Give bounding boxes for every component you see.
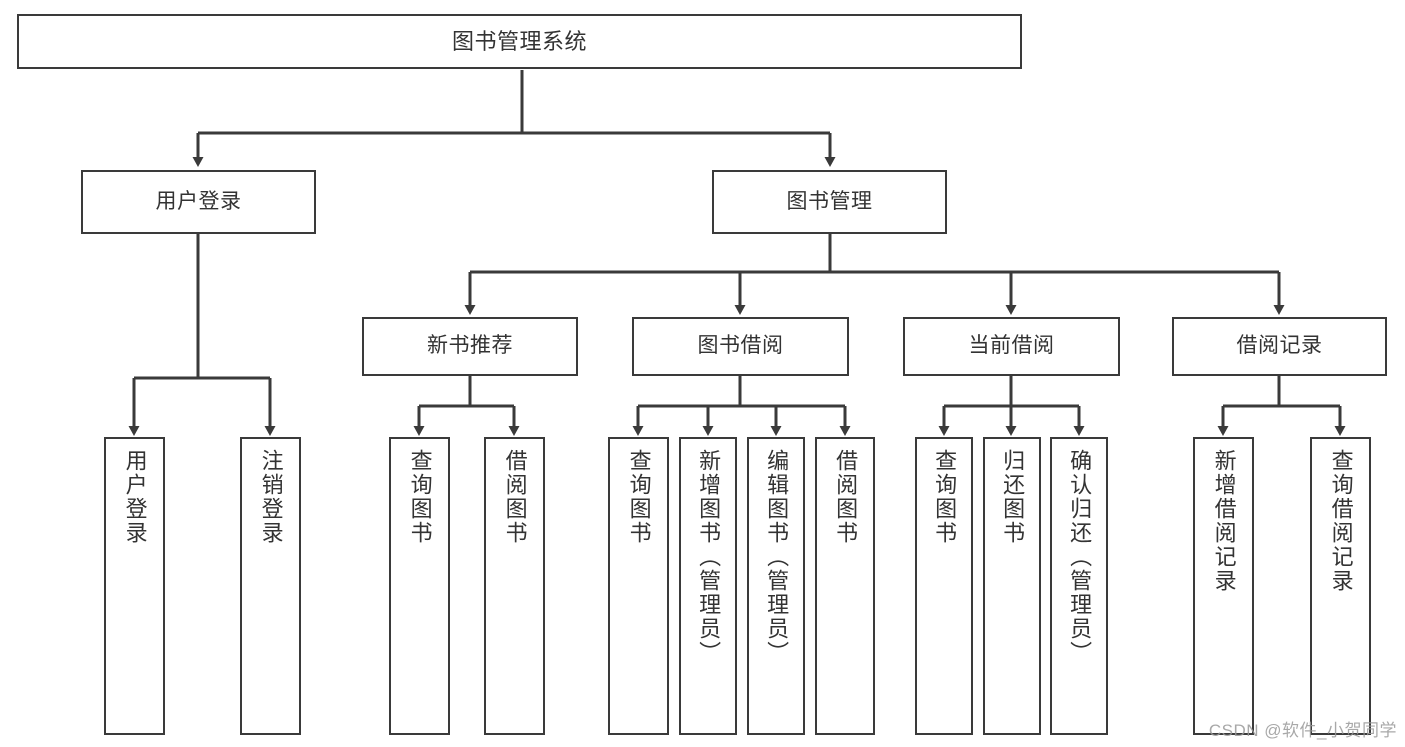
node-current-borrow[interactable]: 当前借阅 xyxy=(903,317,1120,376)
node-user-login[interactable]: 用户登录 xyxy=(81,170,316,234)
node-label: 借阅记录 xyxy=(1236,334,1323,358)
node-label: 图书借阅 xyxy=(697,334,784,358)
leaf-add-book[interactable]: 新增图书（管理员） xyxy=(679,437,737,735)
node-label: 用户登录 xyxy=(155,189,242,213)
node-label: 新增图书（管理员） xyxy=(696,449,722,665)
node-root-system[interactable]: 图书管理系统 xyxy=(17,14,1022,69)
leaf-query-borrow-record[interactable]: 查询借阅记录 xyxy=(1310,437,1371,735)
leaf-edit-book[interactable]: 编辑图书（管理员） xyxy=(747,437,805,735)
leaf-borrow-book-2[interactable]: 借阅图书 xyxy=(815,437,875,735)
node-label: 图书管理系统 xyxy=(451,28,587,54)
node-label: 查询图书 xyxy=(626,449,652,545)
node-label: 新书推荐 xyxy=(427,334,513,358)
node-label: 查询图书 xyxy=(932,449,958,545)
node-label: 查询图书 xyxy=(407,449,433,545)
node-label: 归还图书 xyxy=(1000,449,1026,545)
csdn-watermark: CSDN @软件_小贺同学 xyxy=(1208,721,1397,740)
leaf-query-book-2[interactable]: 查询图书 xyxy=(608,437,669,735)
node-label: 查询借阅记录 xyxy=(1328,449,1354,593)
node-label: 确认归还（管理员） xyxy=(1067,449,1093,665)
node-new-book-recommend[interactable]: 新书推荐 xyxy=(362,317,578,376)
node-book-borrow[interactable]: 图书借阅 xyxy=(632,317,849,376)
node-label: 注销登录 xyxy=(258,449,284,545)
node-book-management[interactable]: 图书管理 xyxy=(712,170,947,234)
leaf-query-book-3[interactable]: 查询图书 xyxy=(915,437,973,735)
node-label: 借阅图书 xyxy=(833,449,859,545)
node-label: 编辑图书（管理员） xyxy=(764,449,790,665)
node-label: 新增借阅记录 xyxy=(1211,449,1237,593)
node-label: 用户登录 xyxy=(122,449,148,545)
leaf-logout-login[interactable]: 注销登录 xyxy=(240,437,301,735)
leaf-return-book[interactable]: 归还图书 xyxy=(983,437,1041,735)
node-label: 图书管理 xyxy=(786,189,873,213)
node-borrow-record[interactable]: 借阅记录 xyxy=(1172,317,1387,376)
leaf-borrow-book-1[interactable]: 借阅图书 xyxy=(484,437,545,735)
leaf-add-borrow-record[interactable]: 新增借阅记录 xyxy=(1193,437,1254,735)
node-label: 当前借阅 xyxy=(968,334,1055,358)
leaf-confirm-return[interactable]: 确认归还（管理员） xyxy=(1050,437,1108,735)
node-label: 借阅图书 xyxy=(502,449,528,545)
leaf-user-login[interactable]: 用户登录 xyxy=(104,437,165,735)
leaf-query-book-1[interactable]: 查询图书 xyxy=(389,437,450,735)
